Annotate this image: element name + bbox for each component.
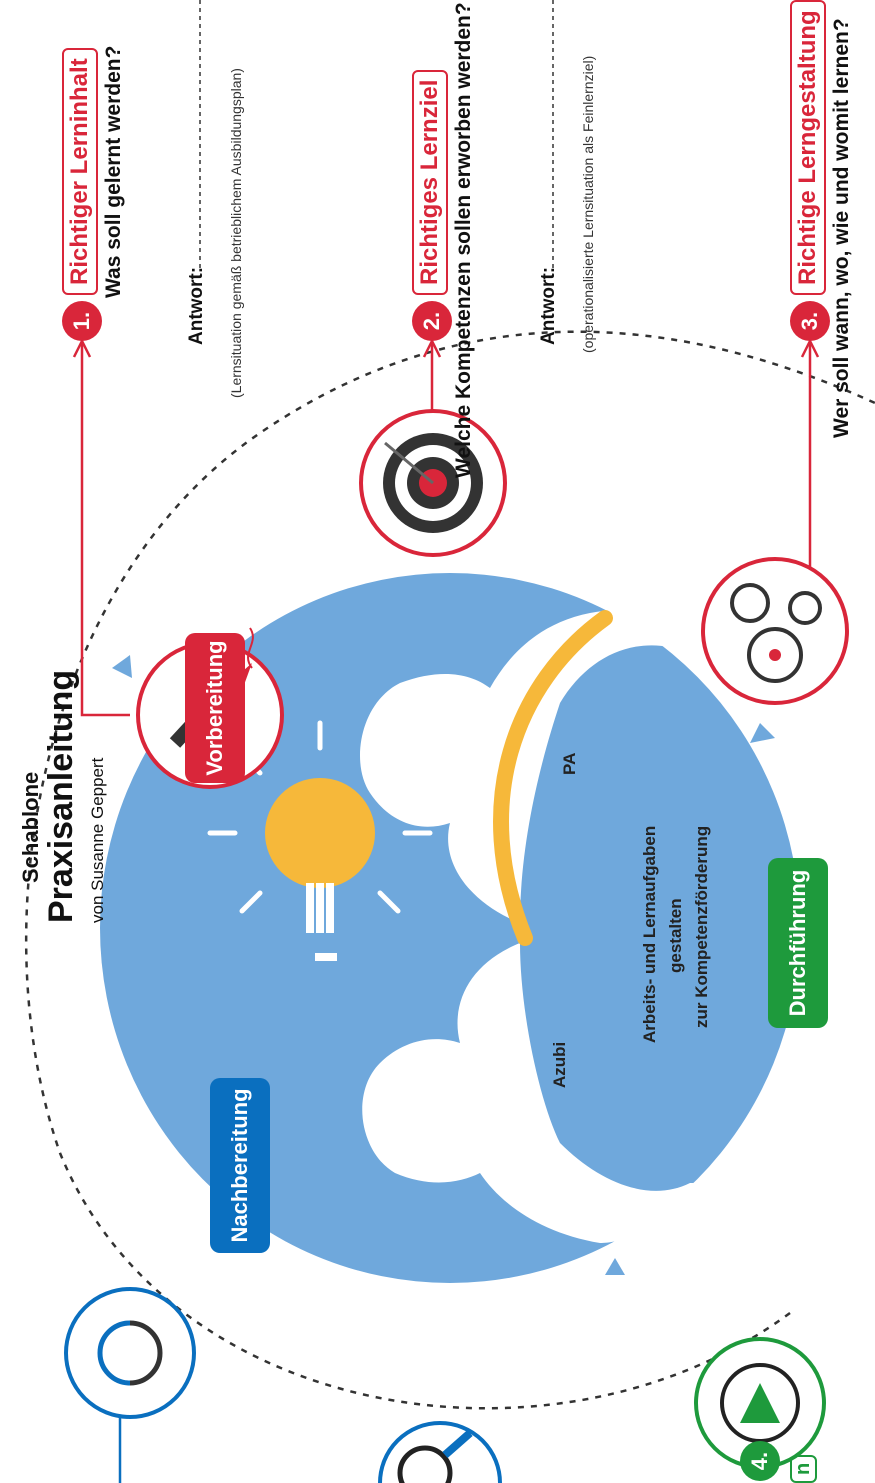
instructor-arc (493, 610, 613, 946)
center-line-2: gestalten (666, 898, 685, 973)
phase-preparation[interactable]: Vorbereitung (185, 633, 245, 783)
phase-follow-up[interactable]: Nachbereitung (210, 1078, 270, 1253)
gears-icon[interactable] (701, 557, 849, 705)
refresh-icon[interactable] (64, 1287, 196, 1419)
magnifier-icon[interactable] (378, 1421, 502, 1483)
central-circle (100, 573, 800, 1283)
step-4-title-fragment: n (790, 1454, 817, 1483)
step-1-hint: (Lernsituation gemäß betrieblichem Ausbi… (228, 68, 244, 398)
step-3-question: Wer soll wann, wo, wie und womit lernen? (830, 18, 853, 438)
step-2-question: Welche Kompetenzen sollen erworben werde… (452, 2, 475, 478)
connector-line-1 (80, 343, 130, 717)
step-3-number: 3. (790, 301, 830, 341)
circle-markers (112, 655, 775, 1275)
marker-bottom (605, 1258, 625, 1275)
center-line-3: zur Kompetenzförderung (692, 825, 711, 1028)
author: von Susanne Geppert (88, 757, 107, 923)
arrow-2 (422, 338, 442, 358)
step-3-title: Richtige Lerngestaltung (790, 0, 826, 295)
trainee-label: Azubi (550, 1041, 569, 1088)
marker-top (112, 655, 132, 678)
step-2-title: Richtiges Lernziel (412, 69, 448, 295)
step-2-hint: (operationalisierte Lernsituation als Fe… (580, 55, 596, 353)
step-1-answer-label: Antwort: (186, 266, 207, 345)
step-2-number: 2. (412, 301, 452, 341)
step-2-answer-label: Antwort: (538, 266, 559, 345)
header-label: Schablone (18, 771, 43, 883)
marker-right (750, 723, 775, 743)
instructor-silhouette (360, 610, 700, 923)
step-4-number: 4. (740, 1441, 780, 1481)
phase-execution[interactable]: Durchführung (768, 858, 828, 1028)
step-1-number: 1. (62, 301, 102, 341)
instructor-label: PA (560, 752, 579, 775)
arrow-3 (800, 338, 820, 358)
target-icon[interactable] (359, 409, 507, 557)
arrow-1 (72, 338, 92, 358)
step-1-title: Richtiger Lerninhalt (62, 48, 98, 295)
page-title: Praxisanleitung (42, 669, 80, 923)
trainee-silhouette (362, 943, 700, 1243)
center-line-1: Arbeits- und Lernaufgaben (640, 825, 659, 1043)
step-1-question: Was soll gelernt werden? (102, 45, 125, 298)
people-silhouettes (360, 610, 700, 1243)
